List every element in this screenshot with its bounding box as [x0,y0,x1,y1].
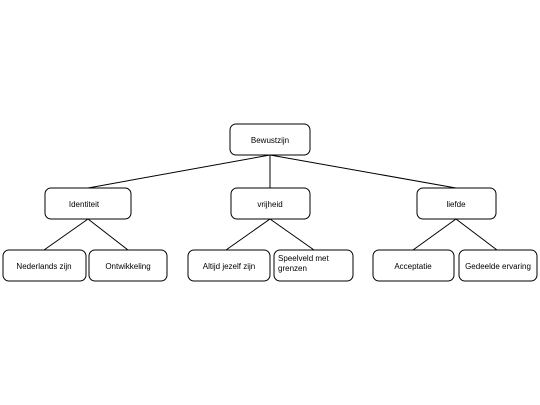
edge-branch-3-leaf-2 [455,218,498,251]
node-nederlands-zijn-label: Nederlands zijn [16,262,71,271]
node-vrijheid-label: vrijheid [257,200,282,209]
edge-branch-1-leaf-1 [43,218,89,251]
node-altijd-jezelf-zijn: Altijd jezelf zijn [187,249,271,282]
edge-root-branch-3 [269,154,457,189]
node-speelveld-met-grenzen-line-2: grenzen [278,264,307,273]
edge-branch-2-leaf-1 [225,218,271,251]
node-acceptatie-label: Acceptatie [394,262,432,271]
edge-root-branch-1 [87,154,271,189]
edge-branch-3-leaf-1 [412,218,457,251]
node-ontwikkeling: Ontwikkeling [88,249,168,282]
node-speelveld-met-grenzen-line-1: Speelveld met [278,254,329,263]
node-speelveld-met-grenzen: Speelveld met grenzen [273,249,354,282]
node-gedeelde-ervaring-label: Gedeelde ervaring [465,262,531,271]
edge-branch-1-leaf-2 [87,218,129,251]
node-liefde-label: liefde [446,200,466,209]
node-root: Bewustzijn [229,123,311,156]
node-identiteit-label: Identiteit [69,200,100,209]
node-vrijheid: vrijheid [230,187,311,220]
edge-branch-2-leaf-2 [269,218,315,251]
node-acceptatie: Acceptatie [372,249,455,282]
node-root-label: Bewustzijn [251,136,289,145]
node-identiteit: Identiteit [44,187,132,220]
node-gedeelde-ervaring: Gedeelde ervaring [458,249,538,282]
node-liefde: liefde [416,187,497,220]
node-altijd-jezelf-zijn-label: Altijd jezelf zijn [203,262,255,271]
node-nederlands-zijn: Nederlands zijn [2,249,87,282]
node-ontwikkeling-label: Ontwikkeling [105,262,150,271]
